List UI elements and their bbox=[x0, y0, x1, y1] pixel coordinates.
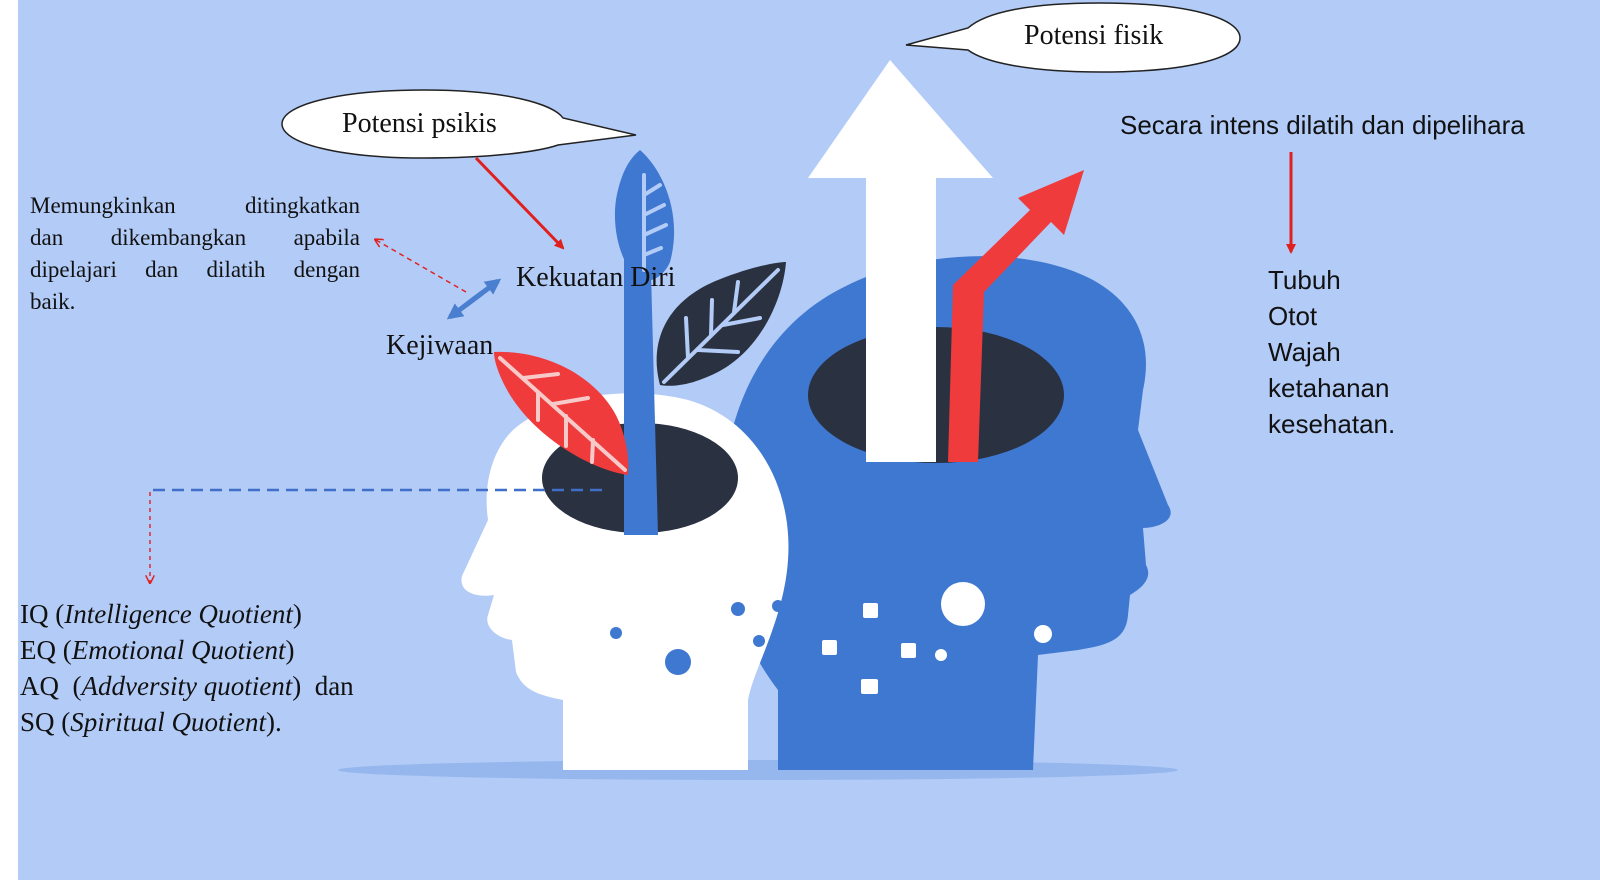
quotient-suffix: dan bbox=[307, 671, 354, 701]
description-line: baik. bbox=[30, 289, 76, 314]
dark-leaf-veins bbox=[662, 268, 780, 384]
description-line: dipelajari dan dilatih dengan bbox=[30, 257, 360, 282]
red-growth-arrow bbox=[948, 170, 1084, 462]
quotient-open: ( bbox=[61, 707, 71, 737]
quotient-row: SQ (Spiritual Quotient). bbox=[20, 704, 354, 740]
quotient-name: Intelligence Quotient bbox=[64, 599, 293, 629]
description-line: dan dikembangkan apabila bbox=[30, 225, 360, 250]
arrow-to-description bbox=[376, 240, 467, 293]
double-arrow-kejiwaan-back bbox=[446, 291, 484, 320]
kekuatan-diri-label: Kekuatan Diri bbox=[516, 262, 676, 293]
bubble-psikis-shape bbox=[281, 89, 637, 159]
quotient-row: IQ (Intelligence Quotient) bbox=[20, 596, 354, 632]
fisik-item: ketahanan bbox=[1268, 373, 1390, 403]
kejiwaan-label: Kejiwaan bbox=[386, 330, 494, 361]
psikis-description: Memungkinkan ditingkatkan dan dikembangk… bbox=[30, 190, 360, 318]
quotient-name: Emotional Quotient bbox=[71, 635, 286, 665]
quotient-abbr: EQ bbox=[20, 635, 56, 665]
quotient-row: EQ (Emotional Quotient) bbox=[20, 632, 354, 668]
quotient-close: ) bbox=[292, 599, 302, 629]
description-line: Memungkinkan ditingkatkan bbox=[30, 193, 360, 218]
fisik-items-list: Tubuh Otot Wajah ketahanan kesehatan. bbox=[1268, 262, 1395, 442]
top-leaf-veins bbox=[642, 173, 668, 272]
quotient-open: ( bbox=[55, 599, 65, 629]
arrow-psikis-to-kekuatan bbox=[474, 156, 565, 250]
blue-head-dots bbox=[822, 582, 1052, 694]
quotient-name: Spiritual Quotient bbox=[70, 707, 267, 737]
fisik-item: kesehatan. bbox=[1268, 409, 1396, 439]
bubble-fisik-shape bbox=[905, 2, 1241, 73]
diagram-canvas: Potensi fisik Potensi psikis Kekuatan Di… bbox=[18, 0, 1600, 880]
fisik-item: Wajah bbox=[1268, 337, 1341, 367]
quotient-open: ( bbox=[62, 635, 72, 665]
illustration bbox=[18, 2, 1296, 780]
quotient-abbr: SQ bbox=[20, 707, 55, 737]
fisik-item: Otot bbox=[1268, 301, 1318, 331]
red-leaf-veins bbox=[498, 356, 627, 472]
bubble-fisik-label: Potensi fisik bbox=[1024, 20, 1164, 51]
fisik-item: Tubuh bbox=[1268, 265, 1341, 295]
quotient-close: ) bbox=[285, 635, 295, 665]
quotient-abbr: IQ bbox=[20, 599, 49, 629]
white-head-dots bbox=[610, 600, 784, 675]
quotient-close: ). bbox=[266, 707, 282, 737]
quotient-abbr: AQ bbox=[20, 671, 59, 701]
ground-shadow bbox=[338, 760, 1178, 780]
quotient-row: AQ (Addversity quotient) dan bbox=[20, 668, 354, 704]
quotient-open: ( bbox=[72, 671, 82, 701]
plant-stem bbox=[624, 200, 658, 535]
quotient-name: Addversity quotient bbox=[81, 671, 293, 701]
white-up-arrow bbox=[808, 60, 993, 462]
quotients-list: IQ (Intelligence Quotient) EQ (Emotional… bbox=[20, 596, 354, 740]
bubble-psikis-label: Potensi psikis bbox=[342, 108, 497, 139]
intens-label: Secara intens dilatih dan dipelihara bbox=[1120, 110, 1525, 140]
quotient-close: ) bbox=[292, 671, 302, 701]
